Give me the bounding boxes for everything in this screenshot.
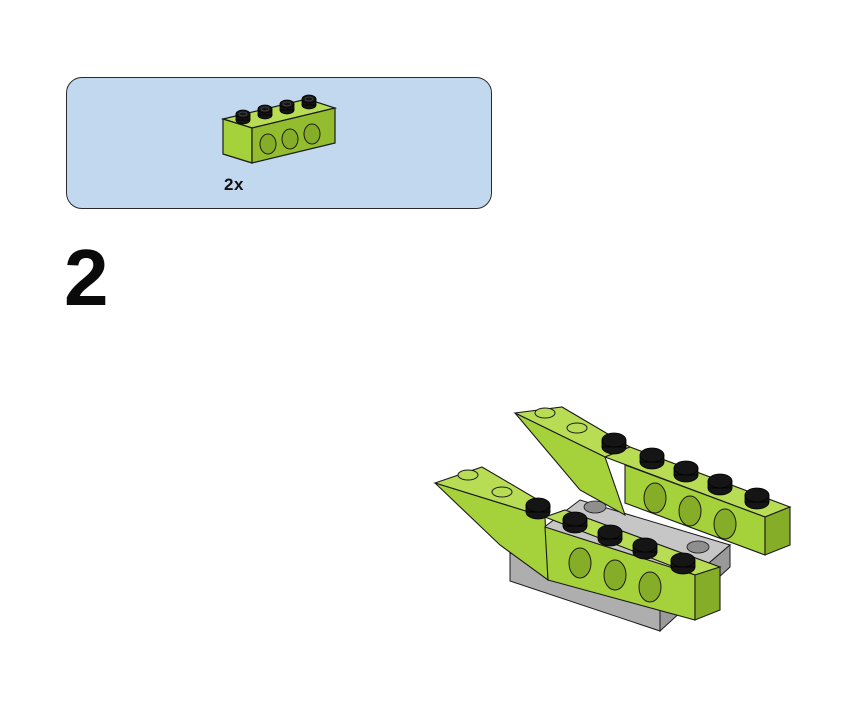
lime-two-wing-assembly-icon [433, 406, 792, 633]
lime-technic-brick-1x4-icon [221, 94, 338, 164]
part-quantity: 2x [224, 175, 244, 194]
parts-callout: 2x [66, 77, 492, 209]
step-number: 2 [64, 233, 108, 322]
